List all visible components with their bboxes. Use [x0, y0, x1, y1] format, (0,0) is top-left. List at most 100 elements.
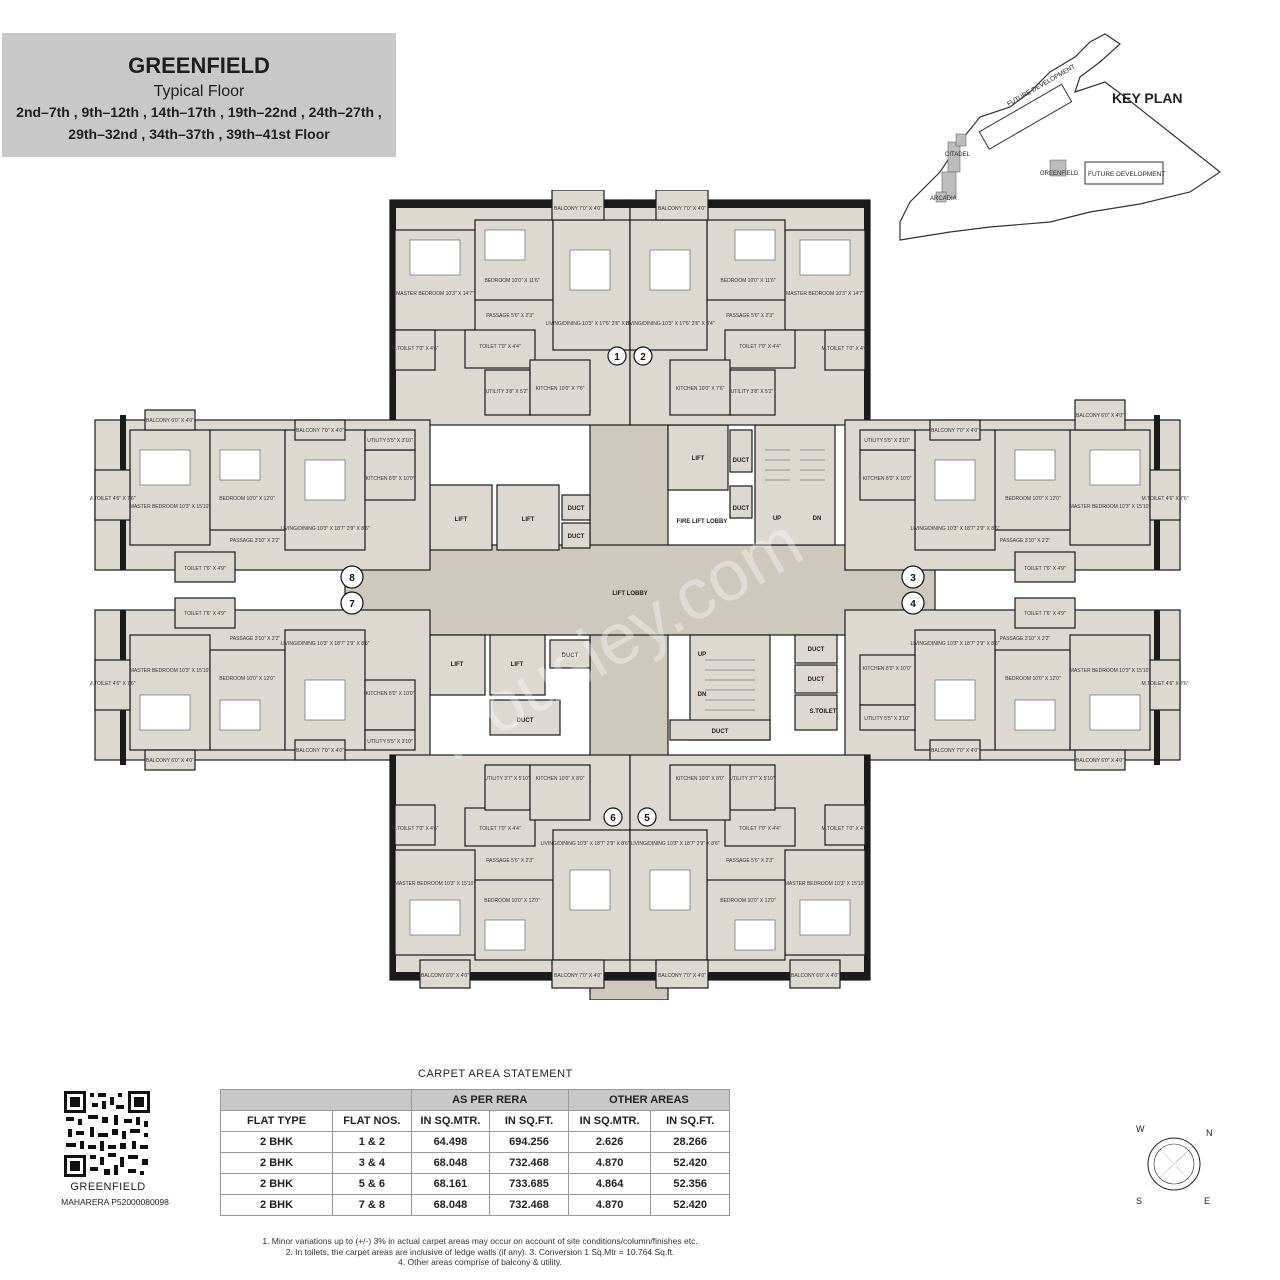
master-bedroom-5-label: MASTER BEDROOM 10'3" X 15'10" — [785, 881, 866, 887]
master-bedroom-8 — [129, 429, 211, 546]
utility-2-label: UTILITY 3'8" X 5'2" — [731, 389, 774, 395]
m-toilet-6-label: M.TOILET 7'0" X 4'6" — [392, 826, 439, 832]
cell: 52.420 — [650, 1152, 730, 1174]
toilet-8 — [174, 551, 236, 583]
key-plan-map: FUTURE DEVELOPMENT FUTURE DEVELOPMENT CI… — [899, 33, 1222, 241]
toilet-1 — [464, 329, 536, 369]
balcony-2-label: BALCONY 7'0" X 4'0" — [658, 206, 706, 212]
m-toilet-4 — [1149, 659, 1181, 711]
lift-2 — [496, 484, 560, 551]
balcony-5b-label: BALCONY 7'0" X 4'0" — [658, 973, 706, 979]
m-toilet-8-label: M.TOILET 4'6" X 7'6" — [90, 496, 136, 502]
m-toilet-7 — [94, 659, 131, 711]
balcony-4b — [929, 739, 981, 761]
m-toilet-5 — [824, 804, 866, 846]
kitchen-5 — [669, 764, 731, 821]
col-flat-type: FLAT TYPE — [219, 1110, 334, 1132]
cell: 3 & 4 — [332, 1152, 412, 1174]
balcony-5b — [655, 959, 709, 989]
fire-lift-lobby-label: FIRE LIFT LOBBY — [677, 519, 728, 525]
master-bedroom-4 — [1069, 634, 1151, 751]
fire-lift — [667, 424, 729, 491]
flat-7: 7 MASTER BEDROOM 10'3" X 15'10" BEDROOM … — [90, 591, 431, 771]
balcony-4b-label: BALCONY 7'0" X 4'0" — [931, 748, 979, 754]
duct-7 — [794, 634, 838, 664]
col-other-sqft: IN SQ.FT. — [650, 1110, 730, 1132]
compass-w: W — [1136, 1124, 1145, 1134]
cell: 2 BHK — [219, 1131, 334, 1153]
unit-number-1: 1 — [614, 352, 620, 363]
master-bedroom-3-label: MASTER BEDROOM 10'3" X 15'10" — [1070, 504, 1151, 510]
balcony-3-label: BALCONY 6'0" X 4'0" — [1076, 413, 1124, 419]
col-rera-sqmtr: IN SQ.MTR. — [410, 1110, 491, 1132]
compass-icon: N S E W — [1136, 1124, 1213, 1206]
m-toilet-8 — [94, 469, 131, 521]
balcony-3 — [1074, 399, 1126, 431]
m-toilet-4-label: M.TOILET 4'6" X 7'6" — [1142, 681, 1189, 687]
greenfield-label: GREENFIELD — [1040, 171, 1079, 177]
cell: 68.048 — [410, 1194, 491, 1216]
utility-2 — [729, 369, 776, 416]
site-boundary — [899, 33, 1222, 241]
flat-8: 8 MASTER BEDROOM 10'3" X 15'10" BEDROOM … — [90, 409, 431, 589]
group-header-blank — [220, 1089, 412, 1111]
balcony-6 — [419, 959, 471, 989]
duct-label-5: DUCT — [562, 653, 579, 659]
balcony-6-label: BALCONY 6'0" X 4'0" — [421, 973, 469, 979]
passage-8-label: PASSAGE 3'10" X 2'2" — [230, 538, 281, 544]
m-toilet-5-label: M.TOILET 7'0" X 4'6" — [822, 826, 869, 832]
lift-label-2: LIFT — [522, 517, 535, 523]
balcony-7 — [144, 749, 196, 771]
kitchen-5-label: KITCHEN 10'0" X 8'0" — [676, 776, 725, 782]
bedroom-2-label: BEDROOM 10'0" X 11'6" — [720, 278, 775, 284]
key-plan-title: KEY PLAN — [1112, 90, 1183, 106]
toilet-7 — [174, 597, 236, 629]
bedroom-3-label: BEDROOM 10'0" X 12'0" — [1005, 496, 1061, 502]
duct-label-1: DUCT — [568, 506, 585, 512]
note-2: 2. In toilets, the carpet areas are incl… — [285, 1246, 675, 1257]
balcony-7b-label: BALCONY 7'0" X 4'0" — [296, 748, 344, 754]
toilet-5-label: TOILET 7'0" X 4'4" — [739, 826, 781, 832]
cell: 4.864 — [567, 1173, 652, 1195]
duct-label-2: DUCT — [568, 534, 585, 540]
cell: 64.498 — [410, 1131, 491, 1153]
cell: 732.468 — [489, 1194, 569, 1216]
master-bedroom-1-label: MASTER BEDROOM 10'3" X 14'7" — [396, 291, 474, 297]
living-1 — [552, 219, 631, 351]
master-bedroom-4-label: MASTER BEDROOM 10'3" X 15'10" — [1070, 668, 1151, 674]
qr-label: GREENFIELD — [70, 1181, 146, 1193]
m-toilet-3 — [1149, 469, 1181, 521]
unit-number-2: 2 — [640, 352, 646, 363]
balcony-7b — [294, 739, 346, 761]
stair-dn-label-2: DN — [698, 692, 707, 698]
utility-4-label: UTILITY 5'5" X 3'10" — [864, 716, 910, 722]
cell: 2 BHK — [219, 1194, 334, 1216]
bedroom-7-label: BEDROOM 10'0" X 12'0" — [219, 676, 275, 682]
utility-7-label: UTILITY 5'5" X 3'10" — [367, 739, 413, 745]
kitchen-2-label: KITCHEN 10'0" X 7'6" — [676, 386, 725, 392]
master-bedroom-8-label: MASTER BEDROOM 10'3" X 15'10" — [130, 504, 211, 510]
central-core: LIFT LIFT DUCT DUCT LIFT DUCT DUCT FIRE … — [344, 359, 936, 1000]
bedroom-8-label: BEDROOM 10'0" X 12'0" — [219, 496, 275, 502]
duct-3 — [729, 429, 753, 473]
balcony-4-label: BALCONY 6'0" X 4'0" — [1076, 758, 1124, 764]
bedroom-1-label: BEDROOM 10'0" X 11'6" — [484, 278, 539, 284]
rera-number: MAHARERA P52000080098 — [61, 1197, 169, 1207]
notes: 1. Minor variations up to (+/-) 3% in ac… — [210, 1236, 750, 1268]
duct-5 — [549, 639, 591, 669]
balcony-3b-label: BALCONY 7'0" X 4'0" — [931, 428, 979, 434]
balcony-8b-label: BALCONY 7'0" X 4'0" — [296, 428, 344, 434]
duct-1 — [561, 494, 591, 521]
staircase-north — [754, 424, 836, 546]
passage-7-label: PASSAGE 3'10" X 2'2" — [230, 636, 281, 642]
duct-label-6: DUCT — [517, 718, 534, 724]
table-column-header: FLAT TYPE FLAT NOS. IN SQ.MTR. IN SQ.FT.… — [219, 1110, 730, 1132]
kitchen-3 — [859, 449, 916, 501]
unit-number-8: 8 — [349, 573, 355, 584]
col-rera-sqft: IN SQ.FT. — [489, 1110, 569, 1132]
cell: 1 & 2 — [332, 1131, 412, 1153]
balcony-3b — [929, 419, 981, 441]
living-2-label: LIVING/DINING 10'3" X 17'6" 2'6" X 8'4" — [625, 321, 714, 327]
